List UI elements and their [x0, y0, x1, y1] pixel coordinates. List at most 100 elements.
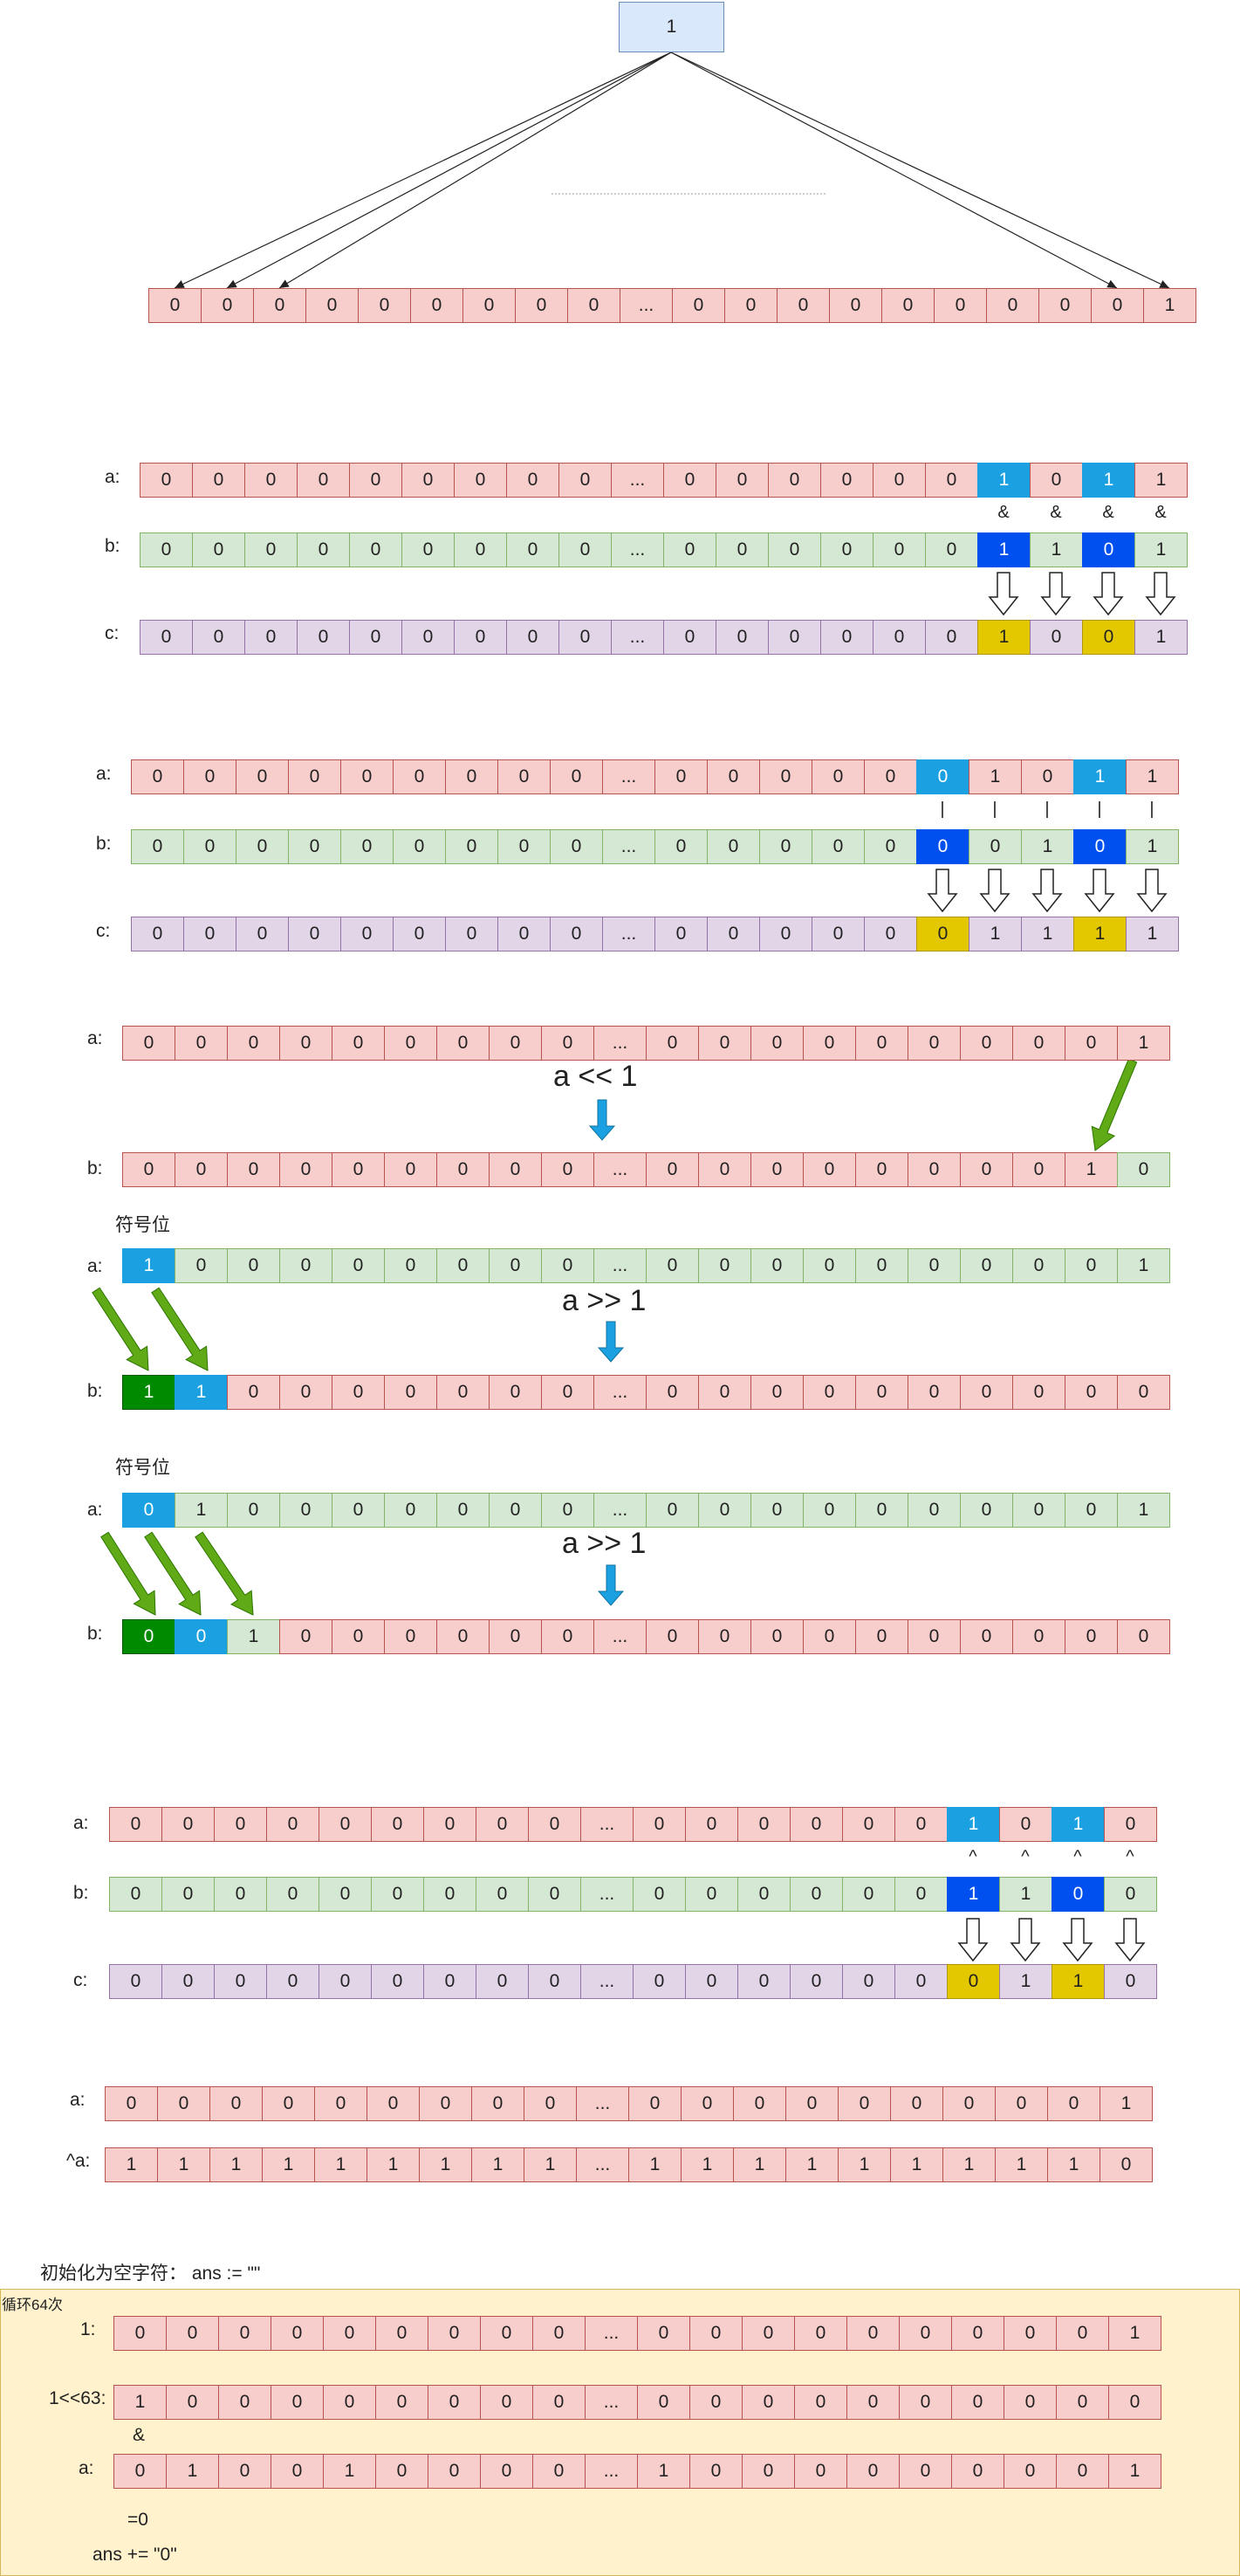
and-b-cell: 0 [297, 532, 350, 567]
b-label: b: [87, 1624, 103, 1644]
and-a-cell: 0 [925, 463, 978, 498]
shr-neg-a-cell: 0 [803, 1248, 856, 1283]
shr-neg-b-cell: 0 [803, 1375, 856, 1410]
and-c-cell: 0 [663, 620, 716, 655]
top-row-cell: 0 [986, 288, 1039, 323]
not-result-cell: 1 [419, 2147, 472, 2182]
shl-b-cell: 0 [541, 1152, 594, 1187]
and-operator: & [1102, 503, 1114, 522]
shl-b-cell: 0 [122, 1152, 175, 1187]
xor-c-cell: 0 [476, 1964, 529, 1999]
xor-a-cell: 0 [266, 1807, 319, 1842]
and-a-cell: 0 [768, 463, 821, 498]
xor-result-arrow [1010, 1918, 1041, 1962]
top-row-cell: 0 [410, 288, 463, 323]
init-text: 初始化为空字符： ans := "" [40, 2263, 261, 2284]
xor-c-cell: 0 [947, 1964, 1000, 1999]
or-b-cell: 0 [445, 829, 498, 864]
shr-pos-a-cell: 0 [279, 1493, 332, 1528]
a-label: a: [96, 764, 112, 784]
and-c-cell: 0 [297, 620, 350, 655]
not-a-cell: 0 [105, 2086, 158, 2121]
or-a-cell: 1 [1073, 759, 1127, 794]
shl-a-cell: 0 [436, 1026, 490, 1061]
ans-text: ans += "0" [92, 2545, 177, 2565]
shr-pos-a-cell: 0 [489, 1493, 542, 1528]
sign-bit-label: 符号位 [115, 1215, 170, 1235]
or-c-cell: 0 [916, 917, 969, 951]
and-a-cell: 0 [716, 463, 769, 498]
loop-shift-cell: 0 [480, 2385, 533, 2420]
xor-b-cell: 0 [266, 1877, 319, 1912]
and-operator: & [1050, 503, 1062, 522]
and-a-cell: 0 [663, 463, 716, 498]
shr-neg-a-cell: 1 [1117, 1248, 1170, 1283]
not-result-cell: 1 [1047, 2147, 1100, 2182]
shr-pos-a-cell: ... [593, 1493, 647, 1528]
shl-a-cell: 0 [175, 1026, 228, 1061]
shr-pos-a-cell: 0 [855, 1493, 908, 1528]
top-row-cell: 1 [1143, 288, 1196, 323]
shl-a-cell: 0 [698, 1026, 751, 1061]
and-c-cell: 0 [768, 620, 821, 655]
shl-a-cell: 0 [1012, 1026, 1065, 1061]
xor-c-cell: 0 [109, 1964, 162, 1999]
and-b-cell: 1 [1030, 532, 1083, 567]
top-row-cell: 0 [358, 288, 411, 323]
loop-shift-cell: 0 [1108, 2385, 1161, 2420]
xor-b-cell: ... [580, 1877, 634, 1912]
loop-title: 循环64次 [2, 2297, 63, 2313]
xor-b-cell: 0 [633, 1877, 686, 1912]
or-c-cell: 1 [1073, 917, 1127, 951]
xor-b-cell: 0 [109, 1877, 162, 1912]
shl-b-cell: 1 [1065, 1152, 1118, 1187]
or-a-cell: 0 [497, 759, 551, 794]
shr-pos-b-cell: 0 [489, 1619, 542, 1654]
and-result-arrow [1093, 572, 1124, 616]
loop-a-cell: 0 [428, 2454, 481, 2489]
xor-c-cell: 0 [423, 1964, 476, 1999]
shr-neg-b-cell: 0 [1012, 1375, 1065, 1410]
not-a-cell: 0 [524, 2086, 577, 2121]
top-row-cell: 0 [515, 288, 568, 323]
and-b-cell: 0 [349, 532, 402, 567]
xor-a-cell: 0 [371, 1807, 424, 1842]
loop-one-cell: 0 [742, 2316, 795, 2351]
loop-shift-cell: 0 [218, 2385, 271, 2420]
or-b-cell: 0 [812, 829, 865, 864]
shr-pos-b-cell: 0 [698, 1619, 751, 1654]
or-a-cell: ... [602, 759, 655, 794]
tree-arrow [278, 52, 672, 289]
xor-c-cell: 0 [214, 1964, 267, 1999]
not-a-cell: 0 [628, 2086, 682, 2121]
tree-arrow [670, 52, 1118, 289]
shl-a-cell: 0 [1065, 1026, 1118, 1061]
xor-a-cell: 0 [894, 1807, 948, 1842]
or-b-cell: 0 [288, 829, 341, 864]
or-a-cell: 0 [445, 759, 498, 794]
result-text: =0 [127, 2510, 148, 2530]
loop-shift-cell: 0 [794, 2385, 847, 2420]
xor-b-cell: 1 [999, 1877, 1052, 1912]
loop-shift-cell: 1 [113, 2385, 167, 2420]
or-c-cell: 0 [340, 917, 394, 951]
not-a-cell: 0 [471, 2086, 524, 2121]
not-a-cell: 0 [838, 2086, 891, 2121]
shl-a-cell: 0 [384, 1026, 437, 1061]
shr-neg-a-cell: 0 [541, 1248, 594, 1283]
and-a-cell: 1 [1134, 463, 1188, 498]
shr-neg-a-cell: 0 [279, 1248, 332, 1283]
xor-b-cell: 0 [790, 1877, 843, 1912]
and-b-cell: 0 [925, 532, 978, 567]
shr-pos-a-cell: 0 [750, 1493, 804, 1528]
shr-pos-b-cell: 0 [122, 1619, 175, 1654]
top-row-cell: 0 [462, 288, 516, 323]
not-a-label: ^a: [66, 2151, 91, 2171]
xor-a-cell: 0 [685, 1807, 738, 1842]
shr-neg-b-cell: 0 [855, 1375, 908, 1410]
shl-b-cell: 0 [855, 1152, 908, 1187]
or-operator: | [940, 800, 945, 819]
loop-a-cell: 0 [899, 2454, 952, 2489]
loop-shift-cell: 0 [951, 2385, 1004, 2420]
shl-b-cell: 0 [750, 1152, 804, 1187]
